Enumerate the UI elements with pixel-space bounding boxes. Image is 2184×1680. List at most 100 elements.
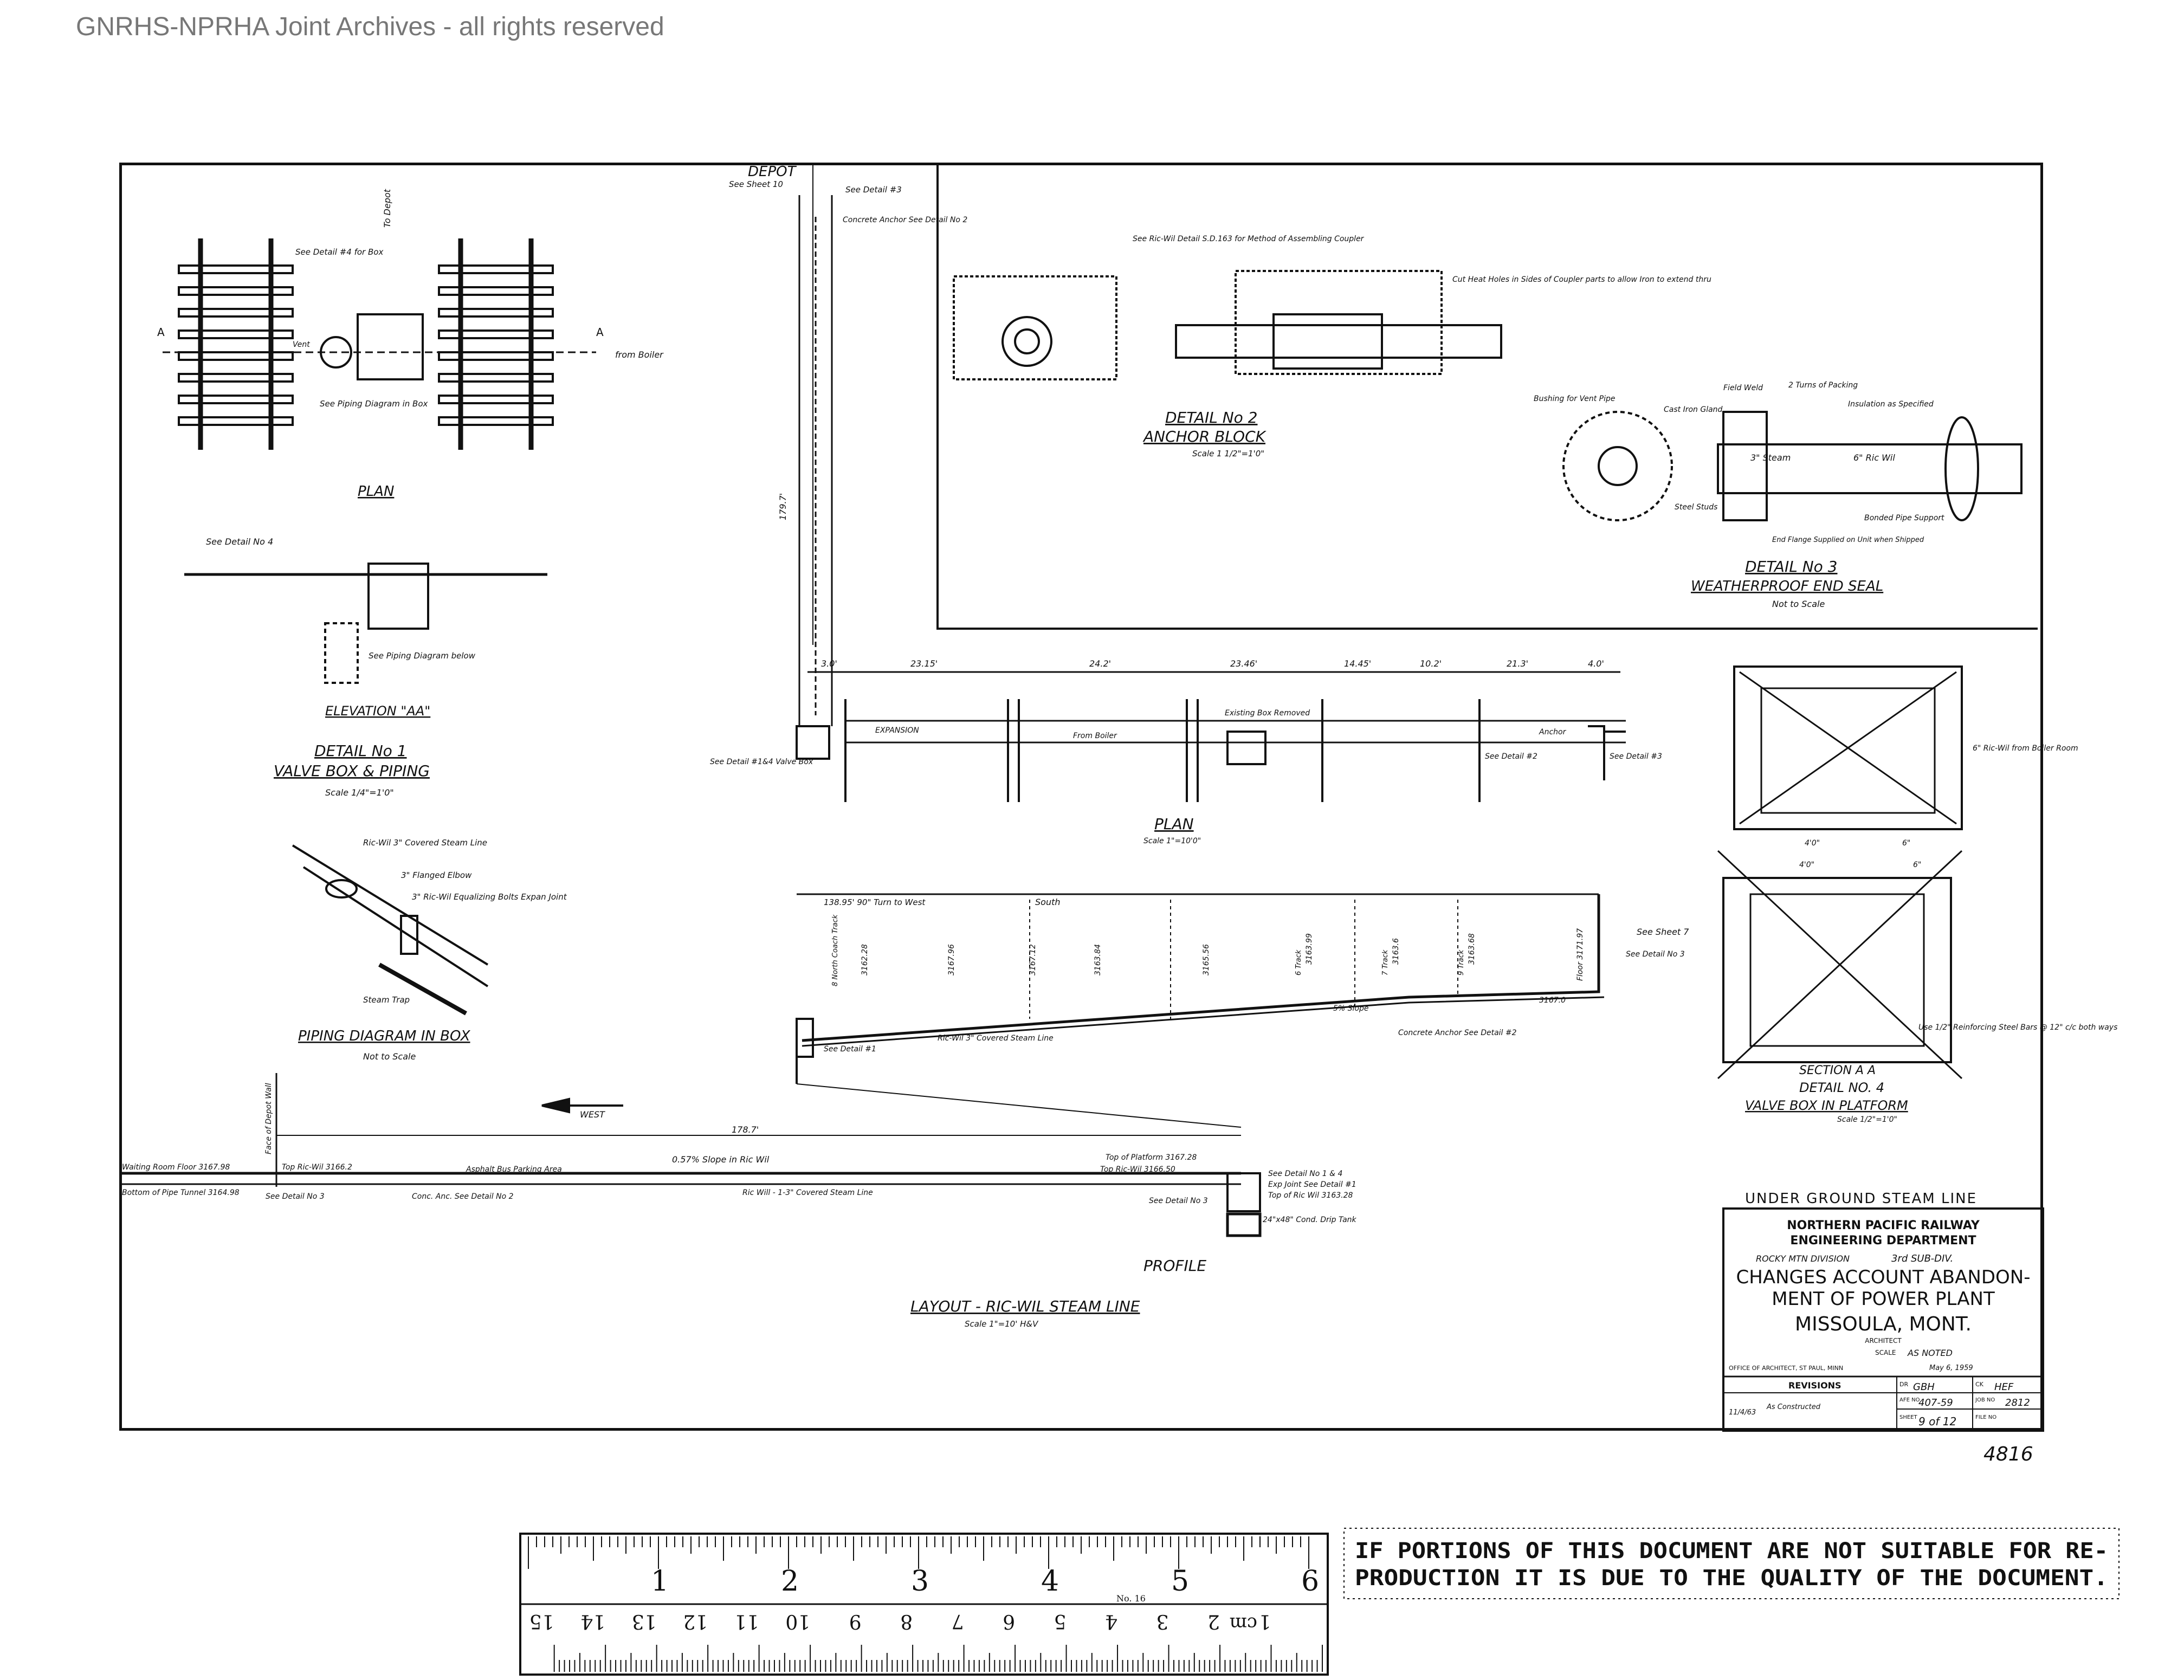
job-number: 2812 [2005, 1397, 2030, 1408]
layout-bottom-tunnel: Bottom of Pipe Tunnel 3164.98 [122, 1188, 240, 1197]
layout-drip-tank: 24"x48" Cond. Drip Tank [1263, 1216, 1357, 1224]
archive-watermark: GNRHS-NPRHA Joint Archives - all rights … [76, 12, 664, 41]
plan-section-a-right: A [596, 326, 604, 339]
profile-elev: 3162.28 [861, 944, 869, 975]
department-name: ENGINEERING DEPARTMENT [1790, 1234, 1976, 1248]
detail-3-title: DETAIL No 3 [1745, 558, 1838, 576]
profile-floor: Floor 3171.97 [1576, 928, 1585, 981]
profile-elev-low: 3167.0 [1539, 996, 1566, 1005]
checked-by: HEF [1994, 1381, 2014, 1393]
detail-3-note-gland: Cast Iron Gland [1664, 405, 1723, 414]
plan-dim-label: 24.2' [1089, 658, 1111, 669]
profile-elevation-labels: 3162.28 3167.96 3167.12 3163.84 3165.56 … [861, 933, 1476, 975]
title-block-lines [1722, 1207, 2044, 1432]
profile-line: Ric-Wil 3" Covered Steam Line [938, 1034, 1054, 1043]
ruler-model: No. 16 [1116, 1593, 1146, 1604]
detail-4-title: DETAIL NO. 4 [1799, 1080, 1884, 1095]
detail-4-note-2: Use 1/2" Reinforcing Steel Bars @ 12" c/… [1918, 1023, 2117, 1032]
reproduction-notice: IF PORTIONS OF THIS DOCUMENT ARE NOT SUI… [1343, 1528, 2120, 1599]
plan-existing-box: Existing Box Removed [1225, 709, 1310, 718]
division-label: ROCKY MTN DIVISION [1756, 1253, 1850, 1264]
detail-1-scale: Scale 1/4"=1'0" [325, 787, 394, 798]
title-block-heading: UNDER GROUND STEAM LINE [1745, 1191, 1977, 1207]
scale-value: AS NOTED [1907, 1348, 1953, 1358]
plan-dim-label: 10.2' [1420, 658, 1442, 669]
revision-note: As Constructed [1766, 1403, 1821, 1411]
piping-note-3: 3" Ric-Wil Equalizing Bolts Expan Joint [412, 892, 567, 902]
plan-main-view [807, 671, 1626, 802]
profile-elev: 3167.96 [947, 944, 956, 975]
detail-3-note-field-weld: Field Weld [1723, 384, 1763, 392]
elev-see-piping-label: See Piping Diagram below [369, 651, 476, 661]
detail-1-title: DETAIL No 1 [314, 742, 407, 760]
layout-top-ricwil-3: Top of Ric Wil 3163.28 [1268, 1191, 1353, 1200]
ruler-cm-label: 12 [683, 1610, 708, 1632]
layout-ricwil-line: Ric Will - 1-3" Covered Steam Line [742, 1188, 873, 1197]
detail-4-scale: Scale 1/2"=1'0" [1837, 1115, 1897, 1124]
profile-elev: 3167.12 [1029, 944, 1037, 975]
plan-valve-box: See Detail #1&4 Valve Box [710, 758, 813, 766]
plan-dim-label: 4.0' [1588, 658, 1604, 669]
ruler-cm-label: 15 [529, 1610, 554, 1632]
plan-dim-label: 14.45' [1344, 658, 1371, 669]
detail-4-valve-box [1717, 665, 1963, 1080]
profile-see-detail-1: See Detail #1 [824, 1045, 876, 1054]
drawn-by: GBH [1913, 1381, 1935, 1393]
notice-line-1: IF PORTIONS OF THIS DOCUMENT ARE NOT SUI… [1355, 1539, 2108, 1563]
elev-see-detail-label: See Detail No 4 [206, 537, 273, 547]
drawing-title-line-1: CHANGES ACCOUNT ABANDON- [1736, 1267, 2031, 1288]
profile-elev: 3163.84 [1094, 944, 1102, 975]
detail-3-note-bushing: Bushing for Vent Pipe [1534, 395, 1615, 403]
piping-diagram-title: PIPING DIAGRAM IN BOX [298, 1028, 471, 1044]
layout-title: LAYOUT - RIC-WIL STEAM LINE [910, 1297, 1140, 1315]
elevation-title: ELEVATION "AA" [325, 703, 430, 719]
layout-exp-joint: Exp Joint See Detail #1 [1268, 1180, 1356, 1189]
ruler-cm-label: 2 [1207, 1610, 1220, 1632]
job-label: JOB NO [1975, 1397, 1995, 1403]
ruler-cm-label: 11 [734, 1610, 759, 1632]
depot-label: DEPOT [748, 164, 797, 180]
profile-track: 6 Track [1295, 949, 1303, 975]
detail-4-dim: 6" [1913, 861, 1921, 869]
revisions-label: REVISIONS [1788, 1380, 1841, 1391]
ruler-cm-label: 8 [900, 1610, 913, 1632]
layout-asphalt: Asphalt Bus Parking Area [466, 1165, 562, 1174]
detail-4-dim: 4'0" [1799, 861, 1814, 869]
profile-see-sheet-7: See Sheet 7 [1637, 927, 1689, 937]
elevation-aa [184, 563, 547, 684]
ruler-cm-label: 7 [952, 1610, 964, 1632]
ruler-cm-label: 5 [1054, 1610, 1067, 1632]
checked-by-label: CK [1975, 1381, 1984, 1388]
plan-main-title: PLAN [1154, 815, 1194, 833]
profile-elev: 3163.6 [1392, 938, 1400, 965]
layout-conc-anchor: Conc. Anc. See Detail No 2 [412, 1192, 514, 1201]
plan-dim-label: 23.15' [910, 658, 938, 669]
detail-2-note-1: See Ric-Wil Detail S.D.163 for Method of… [1133, 235, 1365, 243]
ruler-inch-label: 2 [781, 1565, 799, 1598]
profile-turn: 138.95' 90" Turn to West [824, 897, 926, 907]
sheet-of: 9 of 12 [1918, 1415, 1956, 1428]
profile-slope: 5% Slope [1333, 1004, 1369, 1013]
drawing-location: MISSOULA, MONT. [1795, 1313, 1972, 1335]
piping-note-4: Steam Trap [363, 995, 410, 1005]
sheet-label: SHEET [1899, 1414, 1918, 1420]
profile-track: 9 Track [1457, 949, 1465, 975]
detail-3-end-seal [1562, 411, 2023, 521]
plan-from-boiler-label: from Boiler [615, 350, 664, 360]
drawn-by-label: DR [1899, 1381, 1908, 1388]
detail-3-note-support: Bonded Pipe Support [1864, 514, 1944, 522]
ruler-cm-unit: cm [1230, 1613, 1257, 1634]
plan-see-detail-2: See Detail #2 [1485, 752, 1537, 761]
afe-number: 407-59 [1918, 1397, 1953, 1408]
layout-platform: Top of Platform 3167.28 [1106, 1153, 1197, 1162]
plan-see-piping-label: See Piping Diagram in Box [320, 399, 428, 409]
company-name: NORTHERN PACIFIC RAILWAY [1787, 1219, 1980, 1232]
plan-expansion-label: EXPANSION [875, 726, 919, 735]
layout-waiting-room: Waiting Room Floor 3167.98 [122, 1163, 230, 1172]
afe-label: AFE NO [1899, 1397, 1920, 1403]
architect-label: ARCHITECT [1865, 1337, 1902, 1345]
detail-4-note-1: 6" Ric-Wil from Boiler Room [1973, 744, 2078, 753]
ruler-cm-label: 3 [1156, 1610, 1169, 1632]
